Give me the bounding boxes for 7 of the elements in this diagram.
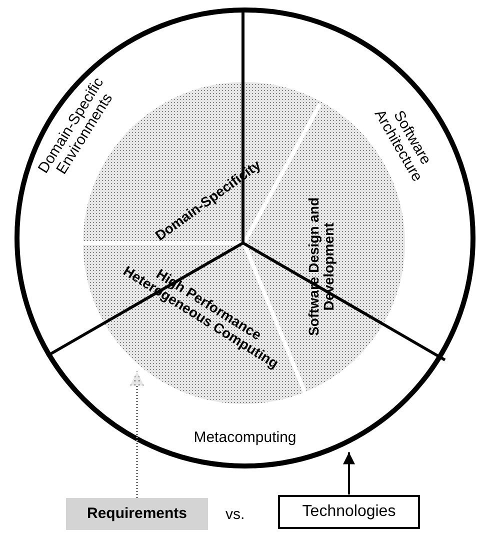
sector-label: Metacomputing: [125, 430, 365, 456]
arrow: [130, 372, 144, 498]
sector-label: Software Design and Development: [306, 166, 336, 366]
arrow: [343, 452, 355, 494]
technologies-box: Technologies: [278, 494, 420, 530]
requirements-box: Requirements: [66, 498, 208, 530]
label-text: vs.: [226, 507, 245, 523]
